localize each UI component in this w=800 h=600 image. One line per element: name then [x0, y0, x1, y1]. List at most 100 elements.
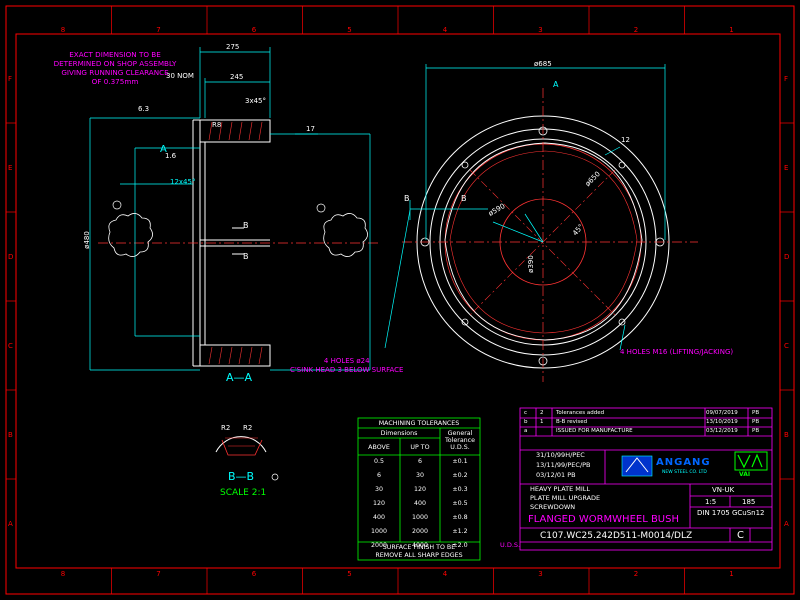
revision-letter: C: [737, 530, 744, 541]
hatch-bottom: [208, 346, 263, 365]
tolerance-cell: 120: [372, 500, 386, 507]
revision-cell: ISSUED FOR MANUFACTURE: [556, 428, 633, 434]
revision-cell: PB: [752, 419, 760, 425]
section-title-bb: B—B: [228, 470, 255, 483]
title-dates: 31/10/99H/PEC 13/11/99/PEC/PB 03/12/01 P…: [536, 451, 591, 479]
revision-cell: a: [524, 428, 528, 434]
border-row-C-left: C: [8, 341, 13, 350]
section-mark-b-left: B: [404, 194, 410, 203]
border-row-B-left: B: [8, 430, 13, 439]
border-col-4-top: 4: [442, 26, 448, 34]
vai-logo-icon: [734, 451, 768, 471]
drawing-mass: 185: [742, 498, 756, 506]
revision-cell: Tolerances added: [556, 410, 605, 416]
tolerance-cell: 30: [374, 486, 383, 493]
revision-cell: 03/12/2019: [706, 428, 738, 434]
tolerance-cell: 400: [372, 514, 386, 521]
revision-cell: 1: [540, 419, 544, 425]
cloud-right: [323, 213, 368, 257]
bolt-holes: [420, 126, 665, 366]
angang-logo-icon: [621, 455, 653, 477]
revision-cell: 09/07/2019: [706, 410, 738, 416]
tolerance-dimensions-header: Dimensions: [380, 430, 418, 437]
tolerance-cell: ±0.8: [452, 514, 468, 521]
dim-chamfer-3x45: 3x45°: [245, 97, 267, 105]
tolerance-cell: ±0.1: [452, 458, 468, 465]
note-4-holes-24: 4 HOLES ø24 C'SINK HEAD 3 BELOW SURFACE: [290, 357, 404, 374]
section-mark-b-right: B: [461, 194, 467, 203]
border-row-F-left: F: [8, 74, 13, 83]
tolerance-title: MACHINING TOLERANCES: [378, 420, 460, 427]
border-grid-marks: [6, 6, 794, 594]
tolerance-cell: ±0.2: [452, 472, 468, 479]
remove-edges-note: REMOVE ALL SHARP EDGES: [375, 552, 463, 559]
company-name: ANGANG: [656, 457, 711, 468]
tolerance-cell: ±0.3: [452, 486, 468, 493]
tolerance-cell: 6: [376, 472, 381, 479]
radius-r2-right: R2: [243, 424, 253, 432]
section-mark-b-top: B: [243, 221, 249, 230]
cloud-left: [108, 213, 153, 257]
tolerance-cell: 2000: [411, 528, 429, 535]
dim-dia685: ø685: [534, 60, 552, 68]
dim-245: 245: [230, 73, 244, 81]
drawing-title: FLANGED WORMWHEEL BUSH: [528, 514, 679, 525]
border-row-C-right: C: [784, 341, 789, 350]
note-exact-dimension: EXACT DIMENSION TO BE DETERMINED ON SHOP…: [53, 50, 177, 86]
revision-cell: 13/10/2019: [706, 419, 738, 425]
front-view: [384, 64, 698, 382]
radius-r2-left: R2: [221, 424, 231, 432]
border-col-8-bottom: 8: [60, 570, 66, 578]
border-row-B-right: B: [784, 430, 789, 439]
tolerance-col-upto: UP TO: [410, 444, 430, 451]
revision-cell: PB: [752, 410, 760, 416]
revision-cell: b: [524, 419, 528, 425]
tolerance-cell: 400: [413, 500, 427, 507]
tolerance-cell: 0.5: [373, 458, 384, 465]
uds-label: U.D.S.: [500, 541, 521, 549]
dim-dia480: ø480: [82, 231, 91, 249]
border-row-D-right: D: [784, 252, 790, 261]
roughness-6-3: 6.3: [138, 105, 150, 113]
border-col-7-bottom: 7: [156, 570, 161, 578]
note-4-holes-m16: 4 HOLES M16 (LIFTING/JACKING): [620, 348, 734, 356]
section-bb-detail: [215, 436, 279, 481]
border-col-3-bottom: 3: [538, 570, 543, 578]
section-title-aa: A—A: [226, 371, 253, 384]
company-sub: NEW STEEL CO. LTD: [662, 470, 707, 475]
dim-12: 12: [621, 136, 630, 144]
border-row-F-right: F: [784, 74, 789, 83]
tolerance-cell: ±0.5: [452, 500, 468, 507]
border-col-7-top: 7: [156, 26, 161, 34]
dim-chamfer-12x45: 12x45°: [170, 178, 196, 186]
dim-17: 17: [306, 125, 315, 133]
title-block-grid: [519, 407, 773, 551]
tolerance-cell: 30: [415, 472, 424, 479]
tolerance-cell: 6: [417, 458, 422, 465]
tolerance-cell: 2000: [370, 542, 388, 549]
border-col-6-top: 6: [251, 26, 257, 34]
brand-vai: VAI: [739, 471, 751, 478]
dim-275: 275: [226, 43, 240, 51]
border-col-4-bottom: 4: [442, 570, 448, 578]
section-mark-a-right: A: [553, 80, 559, 89]
outer-border: [5, 5, 795, 595]
tolerance-table: MACHINING TOLERANCES Dimensions General …: [358, 418, 480, 560]
tolerance-table-grid: [357, 417, 481, 561]
project-lines: HEAVY PLATE MILL PLATE MILL UPGRADE SCRE…: [530, 485, 601, 511]
tolerance-cell: 120: [413, 486, 427, 493]
revision-cell: c: [524, 410, 528, 416]
tolerance-cell: ±1.2: [452, 528, 468, 535]
revision-cell: 2: [540, 410, 544, 416]
vn-uk: VN-UK: [712, 486, 735, 494]
border-col-2-top: 2: [633, 26, 639, 34]
aa-dimensions: [89, 47, 371, 371]
roughness-1-6: 1.6: [165, 152, 177, 160]
border-col-1-bottom: 1: [729, 570, 734, 578]
border-col-1-top: 1: [729, 26, 734, 34]
tolerance-general-header: General Tolerance U.D.S.: [444, 430, 476, 451]
border-col-6-bottom: 6: [251, 570, 257, 578]
tolerance-cell: 4000: [411, 542, 429, 549]
